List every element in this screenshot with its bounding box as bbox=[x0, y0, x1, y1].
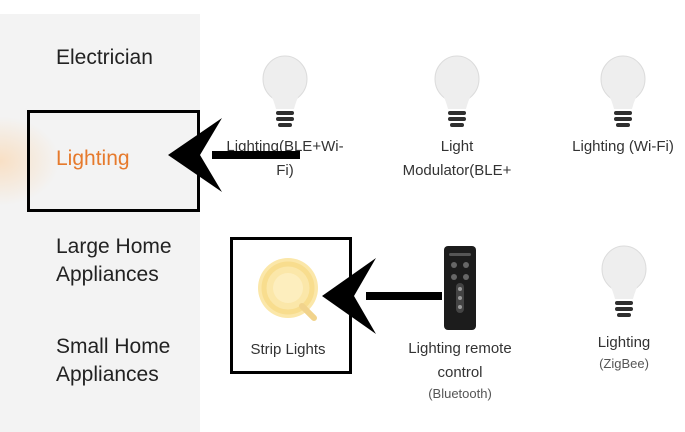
strip-lights-highlight-box bbox=[230, 237, 352, 374]
active-category-glow bbox=[0, 116, 60, 206]
lighting-highlight-box bbox=[27, 110, 200, 212]
remote-control-icon bbox=[444, 246, 476, 330]
bulb-icon bbox=[262, 55, 308, 127]
category-small-home-appliances[interactable]: Small Home Appliances bbox=[56, 335, 171, 386]
category-electrician[interactable]: Electrician bbox=[56, 46, 153, 69]
product-light-modulator[interactable]: Light Modulator(BLE+ bbox=[382, 55, 532, 183]
category-lighting[interactable]: Lighting bbox=[56, 147, 130, 170]
product-lighting-remote-control[interactable]: Lighting remote control (Bluetooth) bbox=[385, 245, 535, 403]
bulb-icon bbox=[601, 245, 647, 317]
product-label: Lighting bbox=[597, 334, 651, 351]
product-lighting-wifi[interactable]: Lighting (Wi-Fi) bbox=[558, 55, 685, 159]
product-label: Light Modulator(BLE+ bbox=[402, 138, 512, 179]
product-sublabel: (Bluetooth) bbox=[428, 386, 492, 401]
strip-light-icon bbox=[258, 258, 318, 321]
product-lighting-ble-wifi[interactable]: Lighting(BLE+Wi- Fi) bbox=[210, 55, 360, 183]
product-label: Lighting (Wi-Fi) bbox=[572, 138, 674, 155]
product-label: Strip Lights bbox=[250, 341, 326, 358]
product-lighting-zigbee[interactable]: Lighting (ZigBee) bbox=[562, 245, 685, 373]
category-large-home-appliances[interactable]: Large Home Appliances bbox=[56, 235, 172, 286]
product-label: Lighting remote control bbox=[408, 340, 512, 381]
product-sublabel: (ZigBee) bbox=[599, 356, 649, 371]
product-label: Lighting(BLE+Wi- Fi) bbox=[226, 138, 344, 179]
bulb-icon bbox=[600, 55, 646, 127]
product-strip-lights[interactable]: Strip Lights bbox=[232, 248, 344, 362]
category-sidebar bbox=[0, 14, 200, 432]
bulb-icon bbox=[434, 55, 480, 127]
